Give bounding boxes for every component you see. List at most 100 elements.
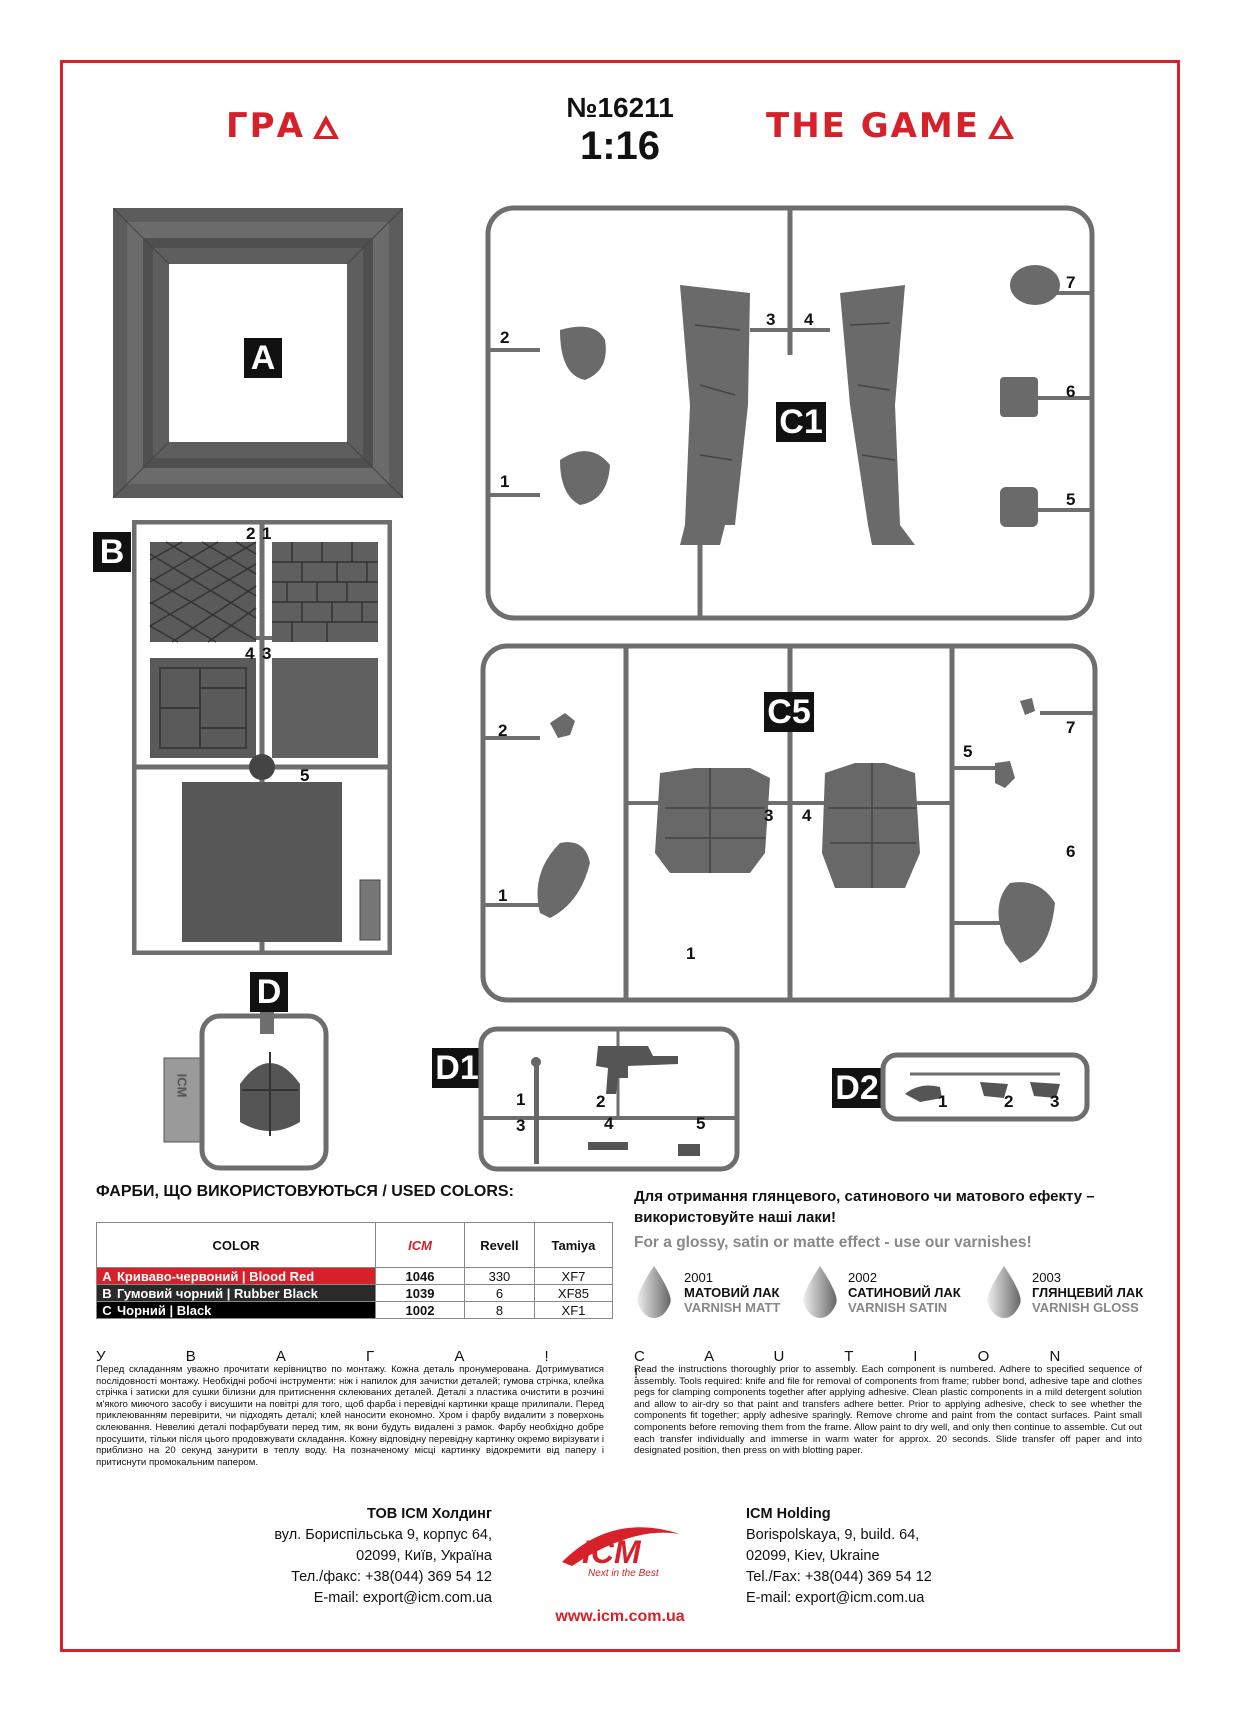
revell-cell: 330 <box>464 1267 535 1285</box>
sprue-b <box>132 520 392 955</box>
part-number: 4 <box>804 310 814 329</box>
icm-swoosh-icon <box>562 1527 680 1566</box>
sprue-d2 <box>880 1052 1090 1122</box>
part-number: 3 <box>516 1116 526 1135</box>
address-ua: ТОВ ICM Холдинг вул. Бориспільська 9, ко… <box>230 1504 492 1609</box>
caution-text-ua: Перед складанням уважно прочитати керівн… <box>96 1364 604 1468</box>
part-number: 6 <box>1066 382 1076 401</box>
part-number: 3 <box>766 310 776 329</box>
part-number: 6 <box>1066 842 1076 861</box>
triangle-icon <box>312 115 339 139</box>
email: E-mail: export@icm.com.ua <box>313 1590 492 1606</box>
tamiya-cell: XF7 <box>533 1267 614 1285</box>
sprue-a-label: A <box>244 338 282 378</box>
part-number: 1 <box>262 524 272 543</box>
part-number: 2 <box>246 524 256 543</box>
sprue-d1-label: D1 <box>432 1048 482 1088</box>
part-number: 1 <box>516 1090 526 1109</box>
part-number: 1 <box>938 1092 948 1111</box>
part-number: 2 <box>596 1092 606 1111</box>
part-number: 7 <box>1066 273 1076 292</box>
sprue-a-frame <box>113 208 403 498</box>
sprue-d1 <box>478 1026 740 1172</box>
part-number: 1 <box>500 472 510 491</box>
sprue-b-label: B <box>93 532 131 572</box>
column-header: Tamiya <box>533 1222 614 1268</box>
caution-text-en: Read the instructions thoroughly prior t… <box>634 1364 1142 1457</box>
part-number: 2 <box>500 328 510 347</box>
address-line: Borispolskaya, 9, build. 64, <box>746 1527 920 1543</box>
part-number: 1 <box>498 886 508 905</box>
game-logo-en: THE GAME <box>766 106 1014 146</box>
icm-cell: 1002 <box>375 1301 465 1319</box>
table-header-row: COLOR ICM Revell Tamiya <box>96 1222 614 1268</box>
colors-title: ФАРБИ, ЩО ВИКОРИСТОВУЮТЬСЯ / USED COLORS… <box>96 1183 514 1200</box>
column-header: Revell <box>464 1222 535 1268</box>
part-number: 2 <box>498 721 508 740</box>
column-header: COLOR <box>96 1222 376 1268</box>
company-name: ICM Holding <box>746 1506 831 1522</box>
kit-header: №16211 1:16 <box>540 92 700 168</box>
part-number: 5 <box>1066 490 1076 509</box>
icm-column-header: ICM <box>375 1222 465 1268</box>
address-line: 02099, Київ, Україна <box>356 1548 492 1564</box>
part-number: 5 <box>300 766 310 785</box>
part-number: 1 <box>686 944 696 963</box>
page-border <box>60 60 1180 1652</box>
caution-title-en: C A U T I O N ! <box>634 1348 1089 1382</box>
revell-cell: 6 <box>464 1284 535 1302</box>
icm-logo-text: ICM <box>582 1534 641 1570</box>
icm-slogan: Next in the Best <box>588 1568 659 1579</box>
kit-scale: 1:16 <box>579 124 661 168</box>
website-link[interactable]: www.icm.com.ua <box>555 1608 685 1625</box>
varnish-drop-icon <box>637 1266 671 1318</box>
part-number: 3 <box>764 806 774 825</box>
sprue-c5-label: C5 <box>764 692 814 732</box>
email: E-mail: export@icm.com.ua <box>746 1590 925 1606</box>
varnish-promo-ua: Для отримання глянцевого, сатинового чи … <box>634 1188 1095 1226</box>
triangle-icon <box>988 115 1014 139</box>
sprue-d-label: D <box>250 972 288 1012</box>
phone: Тел./факс: +38(044) 369 54 12 <box>291 1569 492 1585</box>
sprue-c1 <box>485 205 1095 621</box>
address-line: вул. Бориспільська 9, корпус 64, <box>274 1527 492 1543</box>
varnish-drop-icon <box>987 1266 1021 1318</box>
part-number: 5 <box>963 742 973 761</box>
company-name: ТОВ ICM Холдинг <box>367 1506 492 1522</box>
revell-cell: 8 <box>464 1301 535 1319</box>
tamiya-cell: XF85 <box>533 1284 614 1302</box>
part-number: 3 <box>1050 1092 1060 1111</box>
sprue-c5 <box>480 643 1098 1003</box>
kit-number: №16211 <box>566 92 674 123</box>
varnish-promo-en: For a glossy, satin or matte effect - us… <box>634 1234 1032 1251</box>
icm-cell: 1046 <box>375 1267 465 1285</box>
icm-cell: 1039 <box>375 1284 465 1302</box>
sprue-d <box>163 1012 329 1171</box>
sprue-d-stamp: ICM <box>174 1073 190 1098</box>
sprue-d2-label: D2 <box>832 1068 882 1108</box>
part-number: 4 <box>802 806 812 825</box>
sprue-c1-label: C1 <box>776 402 826 442</box>
part-number: 2 <box>1004 1092 1014 1111</box>
address-line: 02099, Kiev, Ukraine <box>746 1548 880 1564</box>
part-number: 7 <box>1066 718 1076 737</box>
phone: Tel./Fax: +38(044) 369 54 12 <box>746 1569 932 1585</box>
part-number: 4 <box>245 644 255 663</box>
varnish-drop-icon <box>803 1266 837 1318</box>
icm-logo: ICM Next in the Best <box>552 1522 686 1582</box>
part-number: 3 <box>262 644 272 663</box>
part-number: 4 <box>604 1114 614 1133</box>
address-en: ICM Holding Borispolskaya, 9, build. 64,… <box>746 1504 1026 1609</box>
caution-title-ua: У В А Г А ! <box>96 1348 587 1365</box>
game-logo-ua: ГРА <box>226 106 339 146</box>
